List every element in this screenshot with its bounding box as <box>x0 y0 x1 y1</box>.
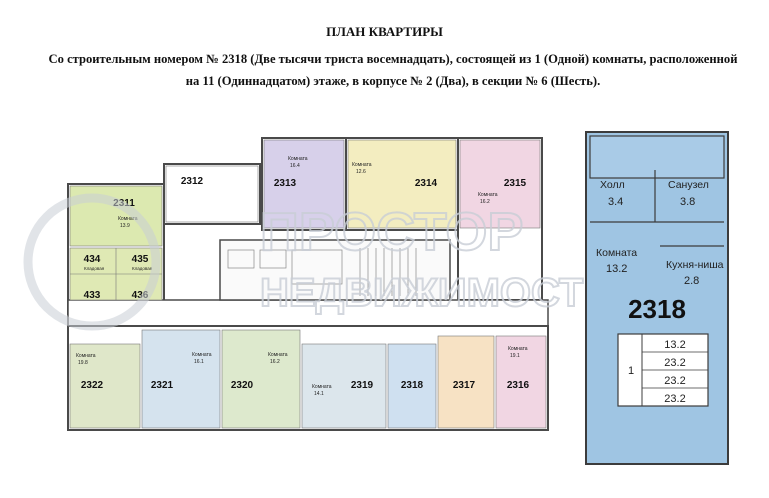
summary-value: 13.2 <box>664 339 685 351</box>
unit-number: 2313 <box>274 178 297 189</box>
unit-room-area: 12.6 <box>356 169 366 175</box>
storage-number: 436 <box>132 290 149 301</box>
unit-2318 <box>387 343 437 429</box>
unit-2319 <box>301 343 387 429</box>
detail-apartment-number: 2318 <box>628 294 686 324</box>
watermark-line1: ПРОСТОР <box>260 202 523 262</box>
detail-room-label: Санузел <box>668 179 709 191</box>
unit-room-area: 13.9 <box>120 223 130 229</box>
watermark-line2: НЕДВИЖИМОСТЬ <box>260 271 612 315</box>
unit-number: 2318 <box>401 380 424 391</box>
apartment-description: Со строительным номером № 2318 (Две тыся… <box>48 52 738 88</box>
unit-number: 2316 <box>507 380 530 391</box>
storage-label: Кладовая <box>84 266 105 271</box>
unit-2321 <box>141 329 221 429</box>
unit-number: 2312 <box>181 176 204 187</box>
storage-number: 434 <box>84 254 101 265</box>
unit-number: 2322 <box>81 380 104 391</box>
unit-room-area: 14.1 <box>314 391 324 397</box>
unit-room-label: Комната <box>508 346 528 352</box>
unit-number: 2317 <box>453 380 476 391</box>
storage-number: 433 <box>84 290 101 301</box>
summary-value-highlight: 23.2 <box>664 393 685 405</box>
unit-room-area: 16.1 <box>194 359 204 365</box>
page-title: ПЛАН КВАРТИРЫ <box>326 24 443 39</box>
top-units <box>69 139 541 247</box>
detail-room-label: Холл <box>600 179 625 191</box>
storage-number: 435 <box>132 254 149 265</box>
unit-number: 2314 <box>415 178 438 189</box>
bottom-units <box>69 329 547 429</box>
unit-room-label: Комната <box>268 352 288 358</box>
unit-2315 <box>459 139 541 229</box>
detail-room-label: Комната <box>596 247 637 259</box>
summary-room-count: 1 <box>628 365 634 377</box>
unit-number: 2319 <box>351 380 374 391</box>
unit-room-label: Комната <box>352 162 372 168</box>
detail-room-label: Кухня-ниша <box>666 259 724 271</box>
unit-2316 <box>495 335 547 429</box>
unit-room-label: Комната <box>312 384 332 390</box>
unit-number: 2315 <box>504 178 527 189</box>
detail-room-area: 3.4 <box>608 196 623 208</box>
unit-2320 <box>221 329 301 429</box>
unit-number: 2321 <box>151 380 174 391</box>
unit-room-area: 16.4 <box>290 163 300 169</box>
unit-room-label: Комната <box>76 353 96 359</box>
unit-2317 <box>437 335 495 429</box>
detail-room-area: 3.8 <box>680 196 695 208</box>
bottom-unit-numbers: 2322 2321 2320 2319 2318 2317 2316 Комна… <box>76 346 530 397</box>
unit-number: 2320 <box>231 380 254 391</box>
unit-2313 <box>263 139 345 229</box>
summary-value: 23.2 <box>664 375 685 387</box>
unit-room-area: 19.1 <box>510 353 520 359</box>
unit-room-label: Комната <box>192 352 212 358</box>
unit-room-area: 19.8 <box>78 360 88 366</box>
unit-room-label: Комната <box>118 216 138 222</box>
summary-value: 23.2 <box>664 357 685 369</box>
unit-room-area: 16.2 <box>270 359 280 365</box>
detail-room-area: 13.2 <box>606 263 627 275</box>
unit-room-label: Комната <box>288 156 308 162</box>
unit-2314 <box>347 139 457 229</box>
unit-room-area: 16.2 <box>480 199 490 205</box>
unit-room-label: Комната <box>478 192 498 198</box>
storage-label: Кладовая <box>132 266 153 271</box>
watermark: ПРОСТОР НЕДВИЖИМОСТЬ <box>23 193 613 331</box>
apartment-detail-panel: Холл 3.4 Санузел 3.8 Комната 13.2 Кухня-… <box>585 131 729 465</box>
detail-room-area: 2.8 <box>684 275 699 287</box>
unit-2312 <box>165 165 259 223</box>
unit-2322 <box>69 343 141 429</box>
